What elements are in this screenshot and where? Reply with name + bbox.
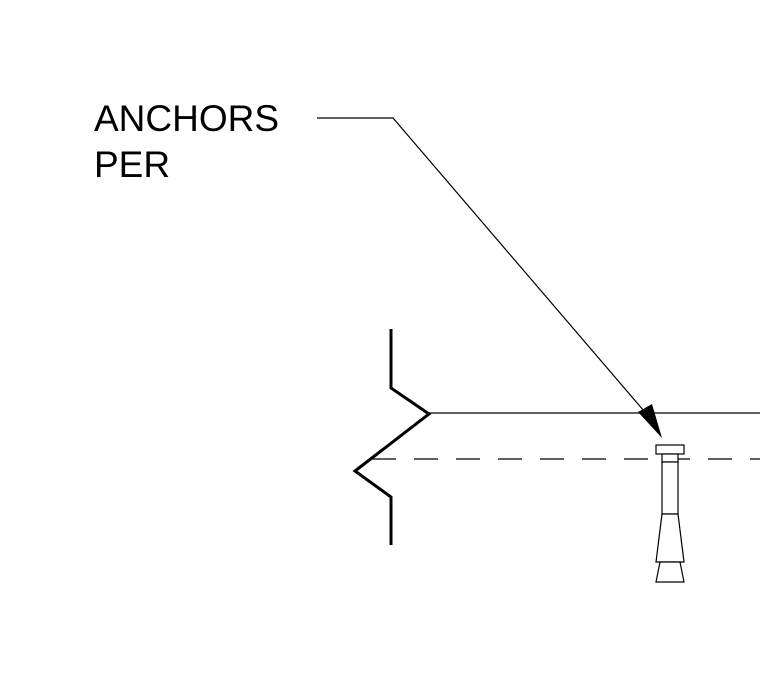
anchor-bolt-tip xyxy=(655,561,685,583)
anchor-callout-note: ANCHORS PER xyxy=(94,98,279,185)
anchor-bolt-washer xyxy=(661,453,679,463)
anchor-bolt-shank xyxy=(661,461,679,515)
callout-text-line1: ANCHORS xyxy=(94,98,279,139)
leader-line xyxy=(317,117,651,419)
callout-leader xyxy=(317,117,662,438)
anchor-bolt xyxy=(655,444,685,583)
anchor-bolt-sleeve xyxy=(655,513,685,563)
callout-text-line2: PER xyxy=(94,144,170,185)
break-line xyxy=(352,329,432,545)
anchor-bolt-head xyxy=(655,444,685,455)
